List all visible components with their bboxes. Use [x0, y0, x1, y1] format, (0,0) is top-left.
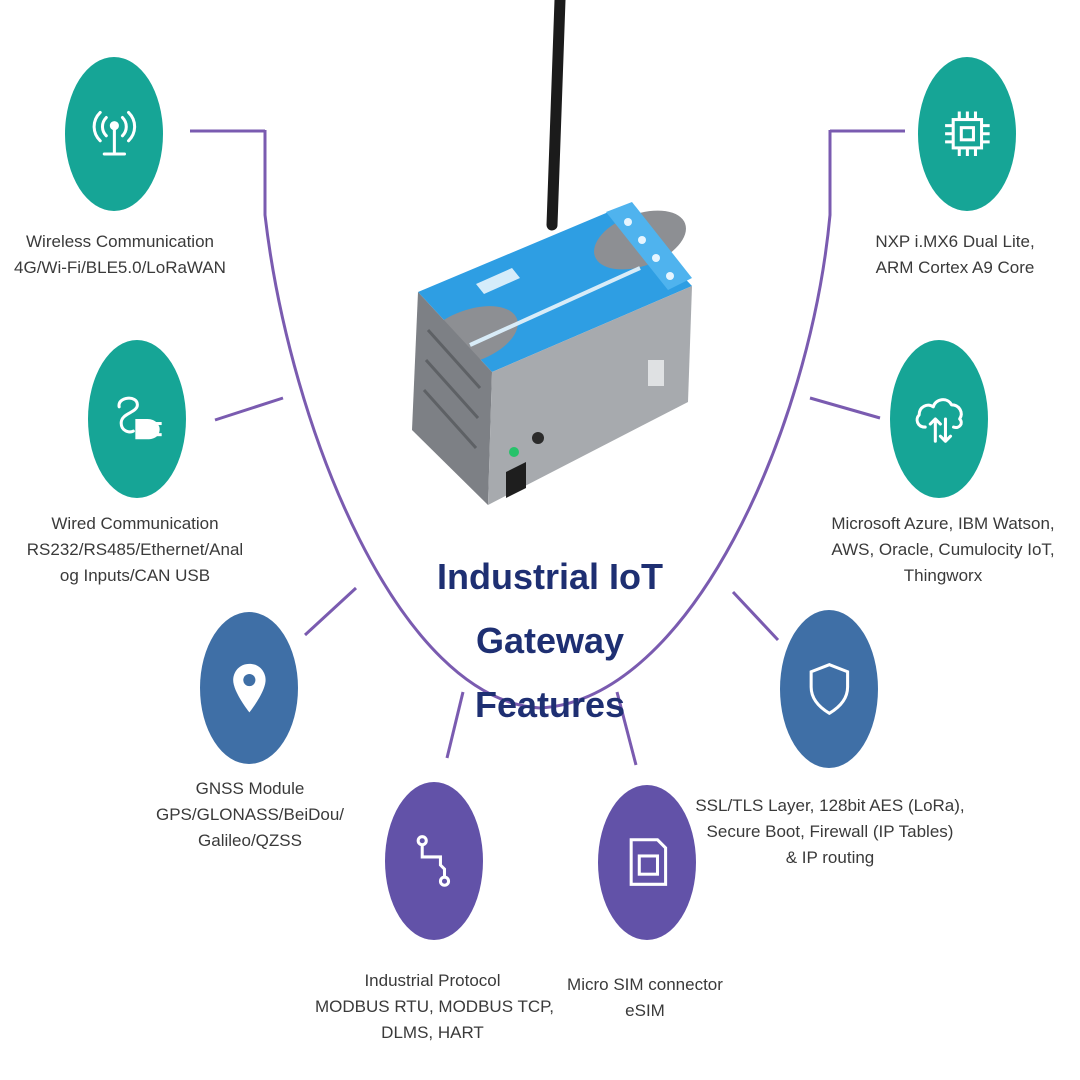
cloud-label-line-2: AWS, Oracle, Cumulocity IoT,: [831, 540, 1055, 559]
wireless-label-line-1: Wireless Communication: [26, 232, 214, 251]
wired-feature-circle: [88, 340, 186, 498]
circuit-icon: [416, 835, 450, 887]
chip-icon: [944, 111, 990, 157]
antenna: [546, 0, 566, 231]
diagram-title: Industrial IoT Gateway Features: [380, 545, 720, 737]
connector-sim: [615, 691, 638, 766]
wireless-label-line-2: 4G/Wi-Fi/BLE5.0/LoRaWAN: [14, 258, 226, 277]
cloud-label-line-3: Thingworx: [903, 566, 983, 585]
processor-feature-label: NXP i.MX6 Dual Lite, ARM Cortex A9 Core: [845, 229, 1065, 281]
wired-label-line-3: og Inputs/CAN USB: [59, 566, 211, 585]
gnss-feature-circle: [200, 612, 298, 764]
sim-label-line-1: Micro SIM connector: [567, 975, 723, 994]
cloud-label-line-1: Microsoft Azure, IBM Watson,: [831, 514, 1055, 533]
gnss-label-line-3: Galileo/QZSS: [198, 831, 302, 850]
connector-wired: [214, 396, 284, 422]
cloud-feature-circle: [890, 340, 988, 498]
sim-label-line-2: eSIM: [625, 1001, 665, 1020]
connector-gnss: [303, 586, 358, 637]
security-feature-circle: [780, 610, 878, 768]
connector-security: [731, 590, 780, 642]
wired-label-line-2: RS232/RS485/Ethernet/Anal: [26, 540, 244, 559]
protocol-label-line-2: MODBUS RTU, MODBUS TCP,: [315, 997, 554, 1016]
title-line-1: Industrial IoT Gateway: [436, 556, 663, 661]
protocol-label-line-1: Industrial Protocol: [364, 971, 501, 990]
connector-cloud: [809, 396, 881, 420]
cloud-feature-label: Microsoft Azure, IBM Watson, AWS, Oracle…: [818, 511, 1068, 589]
antenna-icon: [92, 111, 136, 156]
cloud-sync-icon: [915, 398, 963, 443]
security-label-line-1: SSL/TLS Layer, 128bit AES (LoRa),: [695, 796, 965, 815]
title-line-2: Features: [474, 684, 626, 725]
gnss-label-line-2: GPS/GLONASS/BeiDou/: [155, 805, 345, 824]
gnss-feature-label: GNSS Module GPS/GLONASS/BeiDou/ Galileo/…: [135, 776, 365, 854]
sim-feature-circle: [598, 785, 696, 940]
sim-feature-label: Micro SIM connector eSIM: [545, 972, 745, 1024]
wired-label-line-1: Wired Communication: [51, 514, 219, 533]
plug-icon: [117, 396, 162, 440]
processor-label-line-1: NXP i.MX6 Dual Lite,: [875, 232, 1035, 251]
security-label-line-3: & IP routing: [785, 848, 875, 867]
protocol-feature-label: Industrial Protocol MODBUS RTU, MODBUS T…: [315, 968, 554, 1046]
shield-icon: [809, 663, 849, 716]
gnss-label-line-1: GNSS Module: [195, 779, 305, 798]
protocol-label-line-3: DLMS, HART: [381, 1023, 484, 1042]
wireless-feature-label: Wireless Communication 4G/Wi-Fi/BLE5.0/L…: [0, 229, 240, 281]
sim-card-icon: [629, 838, 667, 887]
protocol-feature-circle: [385, 782, 483, 940]
connector-protocol: [445, 691, 465, 759]
security-label-line-2: Secure Boot, Firewall (IP Tables): [706, 822, 954, 841]
wireless-feature-circle: [65, 57, 163, 211]
processor-feature-circle: [918, 57, 1016, 211]
gateway-device-image: [412, 0, 692, 505]
feature-arc: [263, 130, 832, 710]
security-feature-label: SSL/TLS Layer, 128bit AES (LoRa), Secure…: [695, 793, 965, 871]
wired-feature-label: Wired Communication RS232/RS485/Ethernet…: [15, 511, 255, 589]
location-pin-icon: [232, 663, 266, 713]
processor-label-line-2: ARM Cortex A9 Core: [875, 258, 1035, 277]
